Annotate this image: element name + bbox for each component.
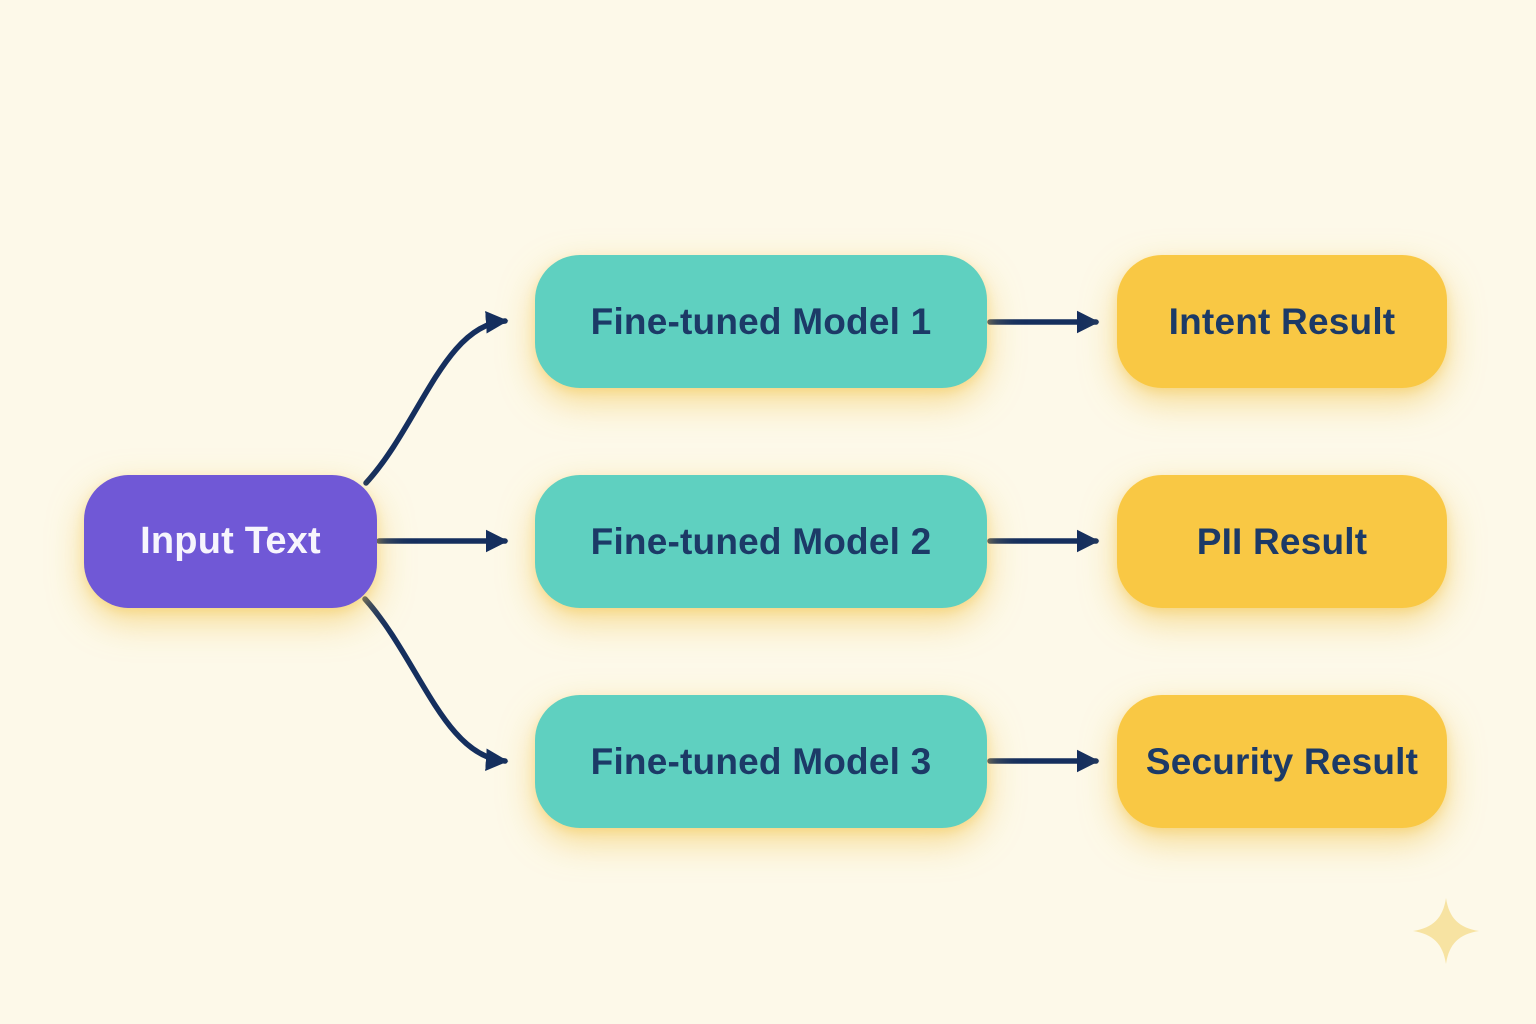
node-fine-tuned-model-3-label: Fine-tuned Model 3: [590, 740, 932, 782]
node-pii-result-label: PII Result: [1196, 520, 1368, 562]
node-input-text: Input Text: [84, 475, 377, 608]
node-security-result-label: Security Result: [1145, 740, 1419, 782]
node-intent-result-label: Intent Result: [1168, 300, 1396, 342]
sparkle-icon: [1413, 898, 1479, 964]
node-security-result: Security Result: [1117, 695, 1447, 828]
node-pii-result: PII Result: [1117, 475, 1447, 608]
node-fine-tuned-model-1-label: Fine-tuned Model 1: [590, 300, 932, 342]
node-input-text-label: Input Text: [140, 520, 321, 562]
node-fine-tuned-model-2-label: Fine-tuned Model 2: [590, 520, 932, 562]
edge-input-to-model1: [363, 311, 509, 486]
node-fine-tuned-model-1: Fine-tuned Model 1: [535, 255, 987, 388]
node-fine-tuned-model-2: Fine-tuned Model 2: [535, 475, 987, 608]
node-fine-tuned-model-3: Fine-tuned Model 3: [535, 695, 987, 828]
node-intent-result: Intent Result: [1117, 255, 1447, 388]
edge-input-to-model3: [362, 596, 509, 771]
